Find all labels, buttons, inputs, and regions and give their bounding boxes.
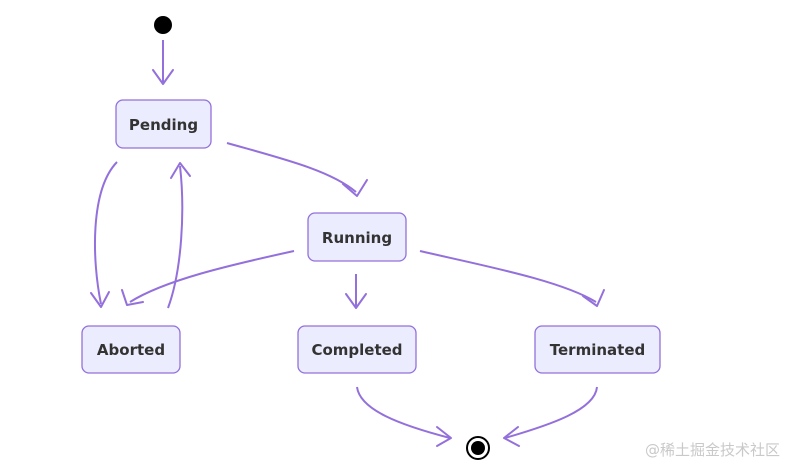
transition-completed-to-end xyxy=(356,386,452,447)
state-completed-label: Completed xyxy=(311,341,402,359)
transition-aborted-to-pending xyxy=(167,162,191,309)
state-terminated[interactable]: Terminated xyxy=(534,325,661,374)
state-pending-label: Pending xyxy=(129,116,198,134)
state-aborted-label: Aborted xyxy=(97,341,165,359)
transition-running-to-aborted xyxy=(121,250,295,306)
state-aborted[interactable]: Aborted xyxy=(81,325,181,374)
transition-start-to-pending xyxy=(152,40,174,85)
transition-running-to-completed xyxy=(345,274,367,309)
state-terminated-label: Terminated xyxy=(550,341,645,359)
end-state xyxy=(466,436,490,460)
transition-pending-to-aborted xyxy=(90,161,118,308)
transition-running-to-terminated xyxy=(419,250,605,307)
transition-pending-to-running xyxy=(226,142,368,197)
state-completed[interactable]: Completed xyxy=(297,325,417,374)
watermark: @稀土掘金技术社区 xyxy=(644,441,780,459)
state-pending[interactable]: Pending xyxy=(115,99,212,149)
state-running-label: Running xyxy=(322,229,392,247)
start-state xyxy=(154,16,172,34)
state-running[interactable]: Running xyxy=(307,212,407,262)
transition-terminated-to-end xyxy=(503,386,598,447)
